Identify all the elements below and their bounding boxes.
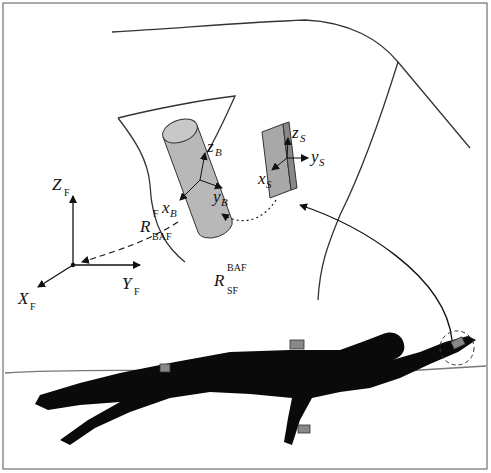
zoom-arrow <box>300 205 452 340</box>
axis-name: z <box>292 124 299 141</box>
arm-outline <box>112 20 470 148</box>
sensor-box <box>290 340 304 349</box>
swimmer-silhouette <box>35 332 476 445</box>
axis-name: X <box>18 290 28 307</box>
axis-name: Y <box>122 275 131 292</box>
axis-name: x <box>162 199 170 216</box>
axis-name: z <box>207 138 214 155</box>
sensor-box <box>451 337 465 349</box>
axis-subscript: F <box>64 188 70 198</box>
rotation-superscript: BAF <box>227 263 246 273</box>
rotation-arc <box>82 222 178 262</box>
rotation-subscript: SF <box>227 286 238 296</box>
axis-subscript: B <box>215 147 222 158</box>
axis-subscript: F <box>30 302 36 312</box>
axis-name: x <box>258 170 266 187</box>
axis <box>38 265 73 287</box>
axis-subscript: S <box>319 157 325 168</box>
sensor-box <box>262 122 308 198</box>
axis-name: Z <box>52 176 61 193</box>
rotation-symbol: R <box>214 272 224 289</box>
rotation-arc <box>222 200 276 221</box>
frame <box>3 3 487 469</box>
segment-cylinder <box>159 115 232 239</box>
sensor-box <box>298 425 310 433</box>
axis-subscript: S <box>300 133 306 144</box>
axis-subscript: B <box>221 197 228 208</box>
axis-subscript: S <box>266 179 272 190</box>
arm-outline <box>318 62 398 300</box>
rotation-superscript: F <box>153 209 159 219</box>
zoom-circle <box>440 331 474 365</box>
rotation-symbol: R <box>140 218 150 235</box>
axis-name: y <box>311 148 319 165</box>
rotation-subscript: BAF <box>152 232 171 242</box>
axis-name: y <box>213 188 221 205</box>
axis-subscript: F <box>134 287 140 297</box>
sensor-box <box>160 364 170 372</box>
axis <box>72 196 73 265</box>
axis <box>73 264 140 265</box>
axis-subscript: B <box>170 208 177 219</box>
